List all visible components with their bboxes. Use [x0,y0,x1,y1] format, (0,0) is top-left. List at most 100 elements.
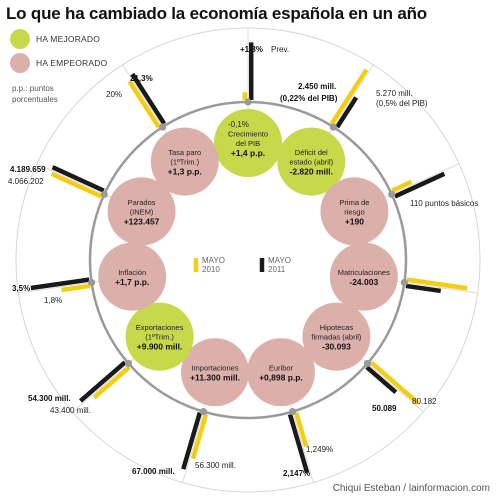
ring-node [124,359,133,368]
bubble-label: del PIB [236,139,260,148]
bar-2010 [127,80,161,129]
center-legend-2010-label: MAYO [202,256,225,265]
bubble-label: riesgo [344,207,364,216]
annotation-2011-prev: Prev. [271,45,289,54]
bubble-value: +1,7 p.p. [115,277,149,287]
bubble-circle [329,242,398,311]
annotation-2010: 5.270 mill. [376,89,412,98]
pp-note: p.p.: puntos porcentuales [12,84,58,104]
annotation-2011: 54.300 mill. [28,394,71,403]
bubble-circle [107,177,176,246]
bubble-label: Inflación [118,268,146,277]
bubble-circle [302,302,371,371]
page-title: Lo que ha cambiado la economía española … [6,4,427,23]
indicator-bubble: Parados(INEM)+123.457 [107,177,176,246]
bubble-circle [214,109,282,177]
indicator-bubble: Inflación+1,7 p.p. [98,242,167,311]
annotation-2011: 4.189.659 [10,165,46,174]
bar-2011 [365,365,398,395]
bubble-label: (1ºTrim.) [170,158,199,167]
bubble-circle [277,127,346,196]
ring-node [400,278,408,287]
bar-2011 [405,283,442,294]
ring-node [244,98,252,106]
annotation-2011: 2,147% [283,469,310,478]
bubble-value: +11.300 mill. [190,373,240,383]
ring-node [288,407,297,416]
annotation-2011: (0,22% del PIB) [280,94,338,103]
center-legend-2011-label: MAYO [268,256,291,265]
bar-2010 [391,179,413,193]
ring-node [199,407,208,416]
bar-2011 [79,360,127,403]
bubble-label: Parados [128,198,156,207]
annotation-2010: 56.300 mill. [195,461,236,470]
legend-improved-swatch [10,29,30,49]
bar-2011 [393,171,446,199]
legend-improved: HA MEJORADO [10,29,100,49]
bubble-value: -24.003 [349,277,378,287]
bar-2010 [369,360,420,405]
bubble-label: Déficit del [295,148,328,157]
bubble-label: (1ºTrim.) [145,333,174,342]
ring-node [329,123,338,131]
bubble-label: Euribor [269,364,294,373]
annotation-2011: 21,3% [130,74,153,83]
indicator-bubble: Importaciones+11.300 mill. [181,338,250,407]
ring-node [158,123,167,131]
center-legend-2010-year: 2010 [202,265,220,274]
bubble-label: Matriculaciones [338,268,390,277]
annotation-2010: 80.182 [412,397,437,406]
bubble-label: Exportaciones [136,323,184,332]
bubble-value: +9.900 mill. [137,342,183,352]
annotation-2010: 1,8% [44,296,62,305]
bubble-circle [181,338,250,407]
annotation-2010: 20% [106,90,122,99]
bubble-value: +190 [345,216,364,226]
bar-2011 [30,277,90,291]
indicator-bubble: Exportaciones(1ºTrim.)+9.900 mill. [125,302,194,371]
bar-2011 [287,413,310,474]
indicator-bubble: Tasa paro(1ºTrim.)+1,3 p.p. [150,127,219,196]
indicator-bubble: Euribor+0,898 p.p. [246,338,315,407]
bubble-value: +1,3 p.p. [168,167,202,177]
annotation-2011: 50.089 [372,404,397,413]
bubble-circle [320,177,389,246]
indicator-bubble: Matriculaciones-24.003 [329,242,398,311]
annotation-2011: +1,3% [240,45,263,54]
annotation-2010: 4.066.202 [8,177,44,186]
legend-worsened: HA EMPEORADO [10,53,107,73]
annotation-2010: 110 puntos básicos [410,199,478,208]
bubble-label: Prima de [339,198,369,207]
bar-layer [30,42,468,474]
annotation-2010: (0,5% del PIB) [376,99,428,108]
bar-2011 [51,165,105,193]
bubble-circle [125,302,194,371]
annotation-2010: 1,249% [306,445,333,454]
bubble-label: Crecimiento [228,130,268,139]
annotation-2010: 43.400 mill. [50,406,91,415]
legend-worsened-swatch [10,53,30,73]
ring-node [88,278,96,287]
bubble-label: Hipotecas [320,323,354,332]
annotation-2011: 2.450 mill. [298,82,336,91]
bar-2010 [92,365,131,400]
bubble-label: firmadas (abril) [311,333,362,342]
bubble-circle [246,338,315,407]
ring-node [100,190,108,198]
ring-node [363,359,372,368]
legend-worsened-label: HA EMPEORADO [36,58,108,68]
annotation-2011: 3,5% [12,284,30,293]
credit: Chiqui Esteban / lainformacion.com [332,483,490,494]
bar-2010 [50,171,103,199]
bubble-label: estado (abril) [289,158,333,167]
bar-2010 [190,413,209,460]
bubble-value: -2.820 mill. [290,167,333,177]
bubble-circle [98,242,167,311]
annotation-2011: 67.000 mill. [132,467,175,476]
